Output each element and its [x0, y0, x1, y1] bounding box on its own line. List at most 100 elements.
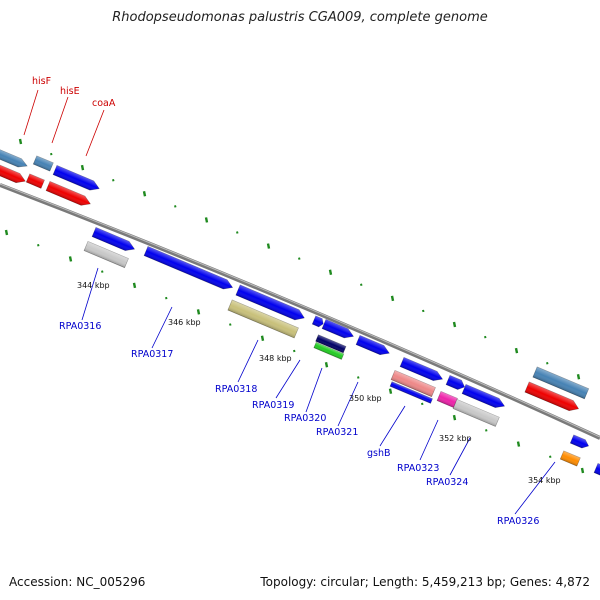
- gene-label-RPA0326[interactable]: RPA0326: [497, 516, 539, 527]
- tick-mark: [68, 256, 73, 262]
- tick-mark: [18, 138, 23, 145]
- leader-line: [337, 381, 359, 427]
- feature-green-box: [313, 341, 345, 360]
- leader-line: [23, 89, 39, 136]
- tick-mark: [388, 388, 393, 394]
- accession-text: Accession: NC_005296: [9, 575, 146, 589]
- leader-line: [449, 437, 471, 476]
- gene-label-coaA[interactable]: coaA: [92, 98, 116, 109]
- feature-coaA-arrow: [52, 164, 100, 191]
- gene-label-RPA0316[interactable]: RPA0316: [59, 321, 101, 332]
- tick-mark: [390, 295, 395, 302]
- feature-RPA0317-arrow: [143, 245, 234, 290]
- tick-mark: [546, 361, 549, 365]
- tick-mark: [236, 231, 239, 234]
- feature-RPA0326-arrow: [569, 434, 590, 449]
- feature-hisF-box: [0, 147, 28, 168]
- feature-khaki-box: [227, 299, 299, 339]
- feature-steelblue-box-3: [532, 366, 590, 400]
- genome-backbone-highlight: [0, 183, 600, 438]
- tick-mark: [576, 374, 581, 380]
- tick-mark: [324, 361, 329, 368]
- scale-label: 344 kbp: [77, 281, 110, 290]
- tick-mark: [549, 455, 552, 459]
- leader-line: [51, 96, 69, 144]
- feature-small-arrow-2: [445, 374, 465, 390]
- tick-mark: [142, 191, 147, 197]
- gene-label-RPA0319[interactable]: RPA0319: [252, 400, 294, 411]
- tick-mark: [112, 178, 115, 182]
- scale-label: 352 kbp: [439, 434, 472, 443]
- tick-mark: [4, 229, 9, 236]
- feature-small-blue-arrow: [311, 315, 324, 328]
- tick-mark: [229, 323, 232, 326]
- tick-mark: [101, 270, 104, 273]
- feature-red-arrow-3: [45, 180, 91, 206]
- tick-mark: [422, 309, 425, 313]
- tick-mark: [452, 414, 457, 421]
- genome-backbone: [0, 183, 600, 440]
- leader-line: [151, 306, 173, 349]
- gene-label-RPA0324[interactable]: RPA0324: [426, 477, 468, 488]
- gene-label-hisE[interactable]: hisE: [60, 86, 80, 97]
- leader-line: [379, 405, 406, 447]
- gene-label-hisF[interactable]: hisF: [32, 76, 51, 87]
- tick-mark: [328, 269, 333, 275]
- tick-mark: [266, 243, 271, 249]
- feature-hisE-box: [32, 155, 54, 172]
- tick-mark: [80, 164, 85, 171]
- tick-mark: [37, 243, 40, 247]
- feature-red-arrow-1: [0, 162, 26, 184]
- scale-label: 350 kbp: [349, 394, 382, 403]
- gene-label-RPA0318[interactable]: RPA0318: [215, 384, 257, 395]
- scale-label: 348 kbp: [259, 354, 292, 363]
- tick-mark: [580, 467, 585, 474]
- feature-grey-box-2: [452, 398, 500, 427]
- tick-mark: [132, 282, 137, 289]
- feature-red-arrow-4: [524, 381, 580, 412]
- leader-line: [85, 109, 105, 157]
- tick-mark: [165, 296, 168, 300]
- gene-label-RPA0323[interactable]: RPA0323: [397, 463, 439, 474]
- feature-RPA0318-arrow: [235, 284, 305, 321]
- tick-marks: [4, 138, 585, 474]
- tick-mark: [196, 309, 201, 315]
- gene-label-gshB[interactable]: gshB: [367, 448, 391, 459]
- feature-RPA0321-arrow: [355, 334, 390, 356]
- tick-mark: [514, 347, 519, 354]
- tick-mark: [298, 257, 301, 260]
- leader-line: [275, 359, 301, 399]
- feature-gshB-arrow: [399, 356, 444, 381]
- feature-pink-box: [390, 369, 436, 398]
- gene-label-RPA0320[interactable]: RPA0320: [284, 413, 326, 424]
- feature-edge-blue: [593, 462, 600, 477]
- tick-mark: [293, 349, 296, 353]
- feature-RPA0320-arrow: [321, 318, 355, 339]
- tick-mark: [260, 335, 265, 342]
- gene-label-RPA0321[interactable]: RPA0321: [316, 427, 358, 438]
- tick-mark: [50, 152, 53, 156]
- label-leader-lines: [23, 89, 556, 515]
- leader-line: [514, 461, 556, 515]
- leader-line: [305, 367, 323, 413]
- gene-labels: hisF hisE coaA RPA0316RPA0317RPA0318RPA0319…: [32, 76, 561, 527]
- feature-RPA0316-arrow: [91, 226, 136, 251]
- leader-line: [237, 339, 259, 383]
- feature-navy-box: [315, 334, 347, 354]
- feature-blue-strip: [389, 381, 433, 404]
- tick-mark: [174, 205, 177, 208]
- tick-mark: [360, 283, 363, 287]
- tick-mark: [421, 402, 424, 406]
- map-title: Rhodopseudomonas palustris CGA009, compl…: [112, 10, 488, 25]
- gene-features: [0, 147, 600, 477]
- tick-mark: [357, 376, 360, 379]
- feature-grey-box-1: [83, 240, 129, 269]
- tick-mark: [485, 429, 488, 432]
- gene-label-RPA0317[interactable]: RPA0317: [131, 349, 173, 360]
- topology-text: Topology: circular; Length: 5,459,213 bp…: [260, 575, 590, 589]
- tick-mark: [204, 217, 209, 223]
- feature-orange-box: [559, 450, 581, 467]
- tick-mark: [484, 335, 487, 339]
- scale-label: 346 kbp: [168, 318, 201, 327]
